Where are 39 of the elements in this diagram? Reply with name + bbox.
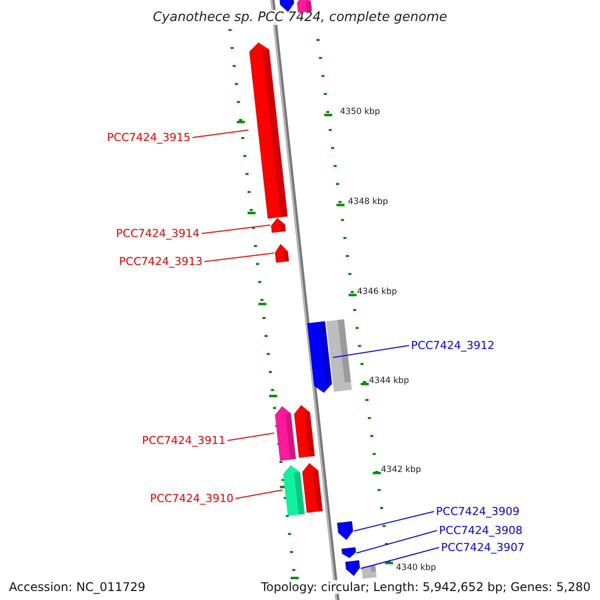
gene-feature — [307, 321, 333, 394]
gene-feature — [282, 464, 305, 516]
leader-line — [353, 511, 434, 532]
gene-feature — [301, 462, 323, 513]
info-text: Accession: NC_011729 — [9, 580, 146, 594]
leader-line — [204, 252, 275, 262]
scale-label: 4346 kbp — [357, 287, 398, 297]
leader-line — [192, 130, 249, 138]
scale-label: 4348 kbp — [348, 197, 388, 207]
scale-label: 4340 kbp — [396, 563, 436, 573]
gene-feature — [345, 560, 361, 577]
gene-label: PCC7424_3909 — [436, 505, 520, 518]
gene-label: PCC7424_3910 — [150, 492, 234, 505]
leader-line — [360, 547, 440, 569]
leader-line — [332, 345, 410, 358]
scale-label: 4342 kbp — [381, 465, 422, 475]
gene-feature — [342, 547, 356, 559]
gene-block — [361, 565, 377, 579]
gene-label: PCC7424_3915 — [107, 131, 190, 144]
scale-label: 4344 kbp — [369, 376, 410, 386]
gene-block — [326, 319, 352, 392]
leader-line — [226, 432, 275, 441]
scale-label: 4350 kbp — [340, 107, 380, 117]
gene-feature — [337, 521, 354, 541]
leader-line — [356, 530, 438, 554]
gene-label: PCC7424_3907 — [441, 541, 524, 554]
info-text: Topology: circular; Length: 5,942,652 bp; Genes: 5,280 — [261, 580, 591, 594]
gene-label: PCC7424_3911 — [142, 434, 226, 447]
leader-line — [234, 490, 283, 499]
gene-feature — [248, 41, 288, 219]
gene-feature — [270, 217, 286, 233]
gene-feature — [293, 404, 315, 458]
gene-label: PCC7424_3912 — [411, 339, 494, 352]
gene-feature — [274, 243, 289, 263]
gene-label: PCC7424_3914 — [116, 227, 200, 240]
gene-label: PCC7424_3913 — [119, 255, 202, 268]
leader-line — [200, 224, 271, 234]
gene-label: PCC7424_3908 — [439, 524, 522, 537]
gene-feature — [274, 405, 296, 461]
